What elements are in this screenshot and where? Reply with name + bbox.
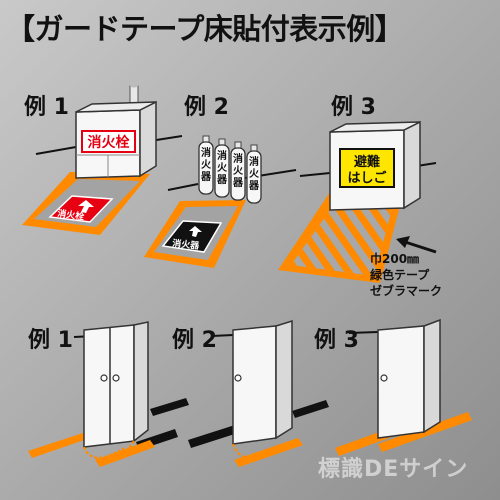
double-door [83,324,135,448]
extinguisher-cylinder-text: 火 [217,162,228,174]
bottom-example-1-scene [28,321,189,467]
bottom-example-3-label: 例 3 [314,328,359,353]
tape-width-text: 巾200㎜ [370,252,420,266]
extinguisher-cylinder-text: 器 [232,177,244,189]
bottom-example-1-label: 例 1 [28,328,73,353]
hydrant-floor-sign-text: 消火栓 [57,207,85,223]
ladder-sign-line2: はしご [347,170,387,186]
door-with-tape [377,325,425,439]
extinguisher-cylinder-text: 消 [233,152,243,165]
top-example-3-label: 例 3 [331,95,376,120]
extinguisher-cylinder: 消火器 [230,141,246,201]
extinguisher-cylinder-text: 器 [200,171,212,183]
bottom-example-2-scene [188,319,329,467]
hydrant-floor-sign [48,195,114,223]
door-knob [234,374,242,382]
door2-floor-tape [234,438,303,467]
extinguisher-cylinder-text: 火 [201,159,212,171]
extinguisher-cylinder-text: 消 [217,149,227,162]
extinguisher-cylinder: 消火器 [198,135,214,195]
extinguisher-cylinder-text: 消 [201,146,211,159]
extinguisher-cylinder-text: 火 [233,165,244,177]
hydrant-box-sign [81,130,136,153]
extinguisher-floor-sign [161,220,223,253]
tape-pattern-text: ゼブラマーク [370,284,443,298]
extinguisher-cylinder-text: 消 [249,155,259,168]
tape-color-text: 緑色テープ [370,268,430,282]
hydrant-box-sign-text: 消火栓 [88,134,130,151]
door-knob [112,374,120,382]
extinguisher-floor-sign-text: 消火器 [172,237,201,252]
extinguisher-cylinder-text: 器 [248,180,260,192]
top-example-3-scene: 避難 はしご [278,120,437,283]
single-door [232,325,277,445]
top-example-1-scene: 消火栓 消火栓 [22,84,183,235]
extinguisher-cylinder: 消火器 [214,138,230,198]
top-example-1-label: 例 1 [24,95,69,120]
extinguisher-cylinder-text: 火 [249,168,260,180]
ladder-zebra-mark [291,198,395,276]
top-example-2-label: 例 2 [184,95,229,120]
bottom-example-2-label: 例 2 [172,328,217,353]
ladder-sign-line1: 避難 [354,154,380,170]
watermark: 標識DEサイン [318,457,469,482]
extinguisher-cylinder: 消火器 [246,144,262,204]
note-arrow [401,239,437,254]
ladder-sign [339,148,395,188]
extinguisher-cylinder-text: 器 [216,174,228,186]
tape-spec-note: 巾200㎜ 緑色テープ ゼブラマーク [370,251,442,299]
bottom-example-3-scene [335,318,472,456]
door-knob [100,374,108,382]
door1-floor-tape-left [28,432,90,458]
door-knob [380,374,388,382]
page-title: 【ガードテープ床貼付表示例】 [6,12,404,46]
